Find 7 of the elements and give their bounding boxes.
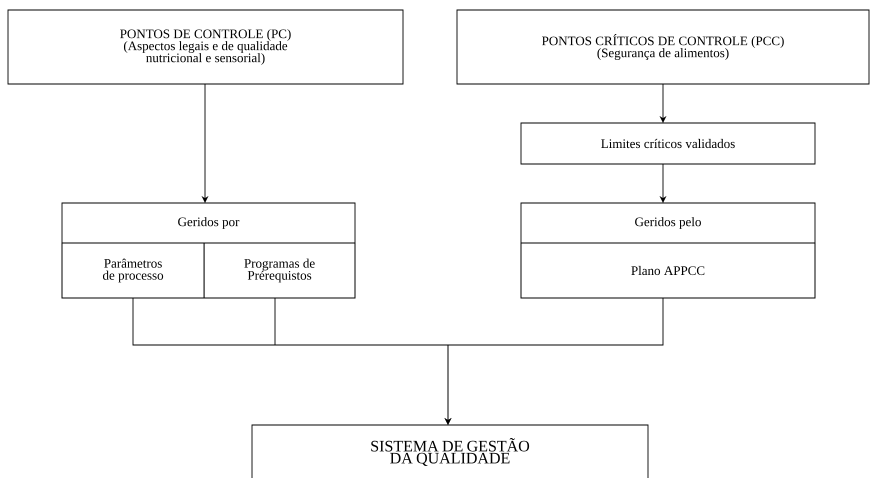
table-cell: Parâmetros de processo <box>62 242 205 298</box>
process-box: PONTOS CRÍTICOS DE CONTROLE (PCC) (Segurança de alimentos) <box>456 10 870 84</box>
table-cell: Programas de Prérequistos <box>204 242 356 298</box>
process-box: SISTEMA DE GESTÃO DA QUALIDADE <box>252 424 648 478</box>
process-box: Limites críticos validados <box>520 122 816 164</box>
table-cell: Plano APPCC <box>520 242 816 298</box>
process-box: PONTOS DE CONTROLE (PC) (Aspectos legais e de qualidade nutricional e sensorial) <box>8 10 404 84</box>
